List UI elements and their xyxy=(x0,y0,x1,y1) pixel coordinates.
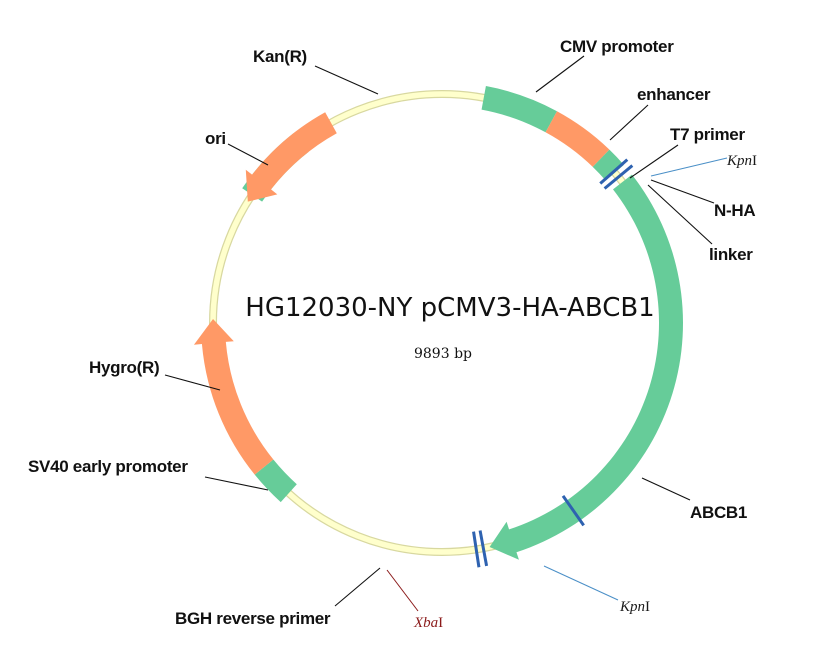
leader-lines xyxy=(164,55,715,607)
enhancer-label: enhancer xyxy=(637,85,711,104)
kpn-top-site-marker-1 xyxy=(603,164,634,190)
kan-label: Kan(R) xyxy=(253,47,307,66)
t7-leader xyxy=(629,144,679,179)
kpn-top-leader xyxy=(650,157,728,177)
kpn-top-site-marker-0 xyxy=(599,158,629,185)
hygro-leader xyxy=(164,374,221,391)
ori-label: ori xyxy=(205,129,226,148)
cmv-feature-arc xyxy=(481,86,557,133)
bgh-label: BGH reverse primer xyxy=(175,609,331,628)
n-ha-leader xyxy=(650,179,715,204)
kpn-bottom-leader xyxy=(543,565,619,601)
sites-layer xyxy=(472,158,634,568)
sv40-leader xyxy=(204,476,269,491)
enhancer-leader xyxy=(609,104,649,141)
ori-leader xyxy=(227,143,269,166)
n-ha-label: N-HA xyxy=(714,201,755,220)
sv40-label: SV40 early promoter xyxy=(28,457,188,476)
abcb1-feature-arc xyxy=(489,174,683,560)
plasmid-size: 9893 bp xyxy=(414,346,472,362)
plasmid-name: HG12030-NY pCMV3-HA-ABCB1 xyxy=(245,293,654,323)
hygro-label: Hygro(R) xyxy=(89,358,159,377)
abcb1-leader xyxy=(641,477,691,501)
kan-leader xyxy=(314,65,379,95)
cmv-leader xyxy=(535,55,585,93)
linker-leader xyxy=(647,184,713,245)
features-layer xyxy=(193,86,683,560)
t7-primer-label: T7 primer xyxy=(670,125,745,144)
enh-feature-arc xyxy=(545,111,610,167)
xba-leader xyxy=(386,569,419,612)
kpn-bottom-site-marker-0 xyxy=(561,494,585,527)
xba-site-marker-1 xyxy=(472,531,481,568)
t7-feature-arc xyxy=(592,149,624,181)
hygro-feature-arc xyxy=(193,319,274,475)
cmv-promoter-label: CMV promoter xyxy=(560,37,674,56)
xba-label: XbaI xyxy=(413,615,443,631)
kpn-bottom-label: KpnI xyxy=(619,599,650,615)
sv40-feature-arc xyxy=(254,459,297,503)
kan-feature-arc xyxy=(245,112,337,202)
abcb1-label: ABCB1 xyxy=(690,503,747,522)
bgh-leader xyxy=(334,567,381,607)
kpn-top-label: KpnI xyxy=(726,153,757,169)
xba-site-marker-0 xyxy=(478,530,489,567)
linker-label: linker xyxy=(709,245,753,264)
